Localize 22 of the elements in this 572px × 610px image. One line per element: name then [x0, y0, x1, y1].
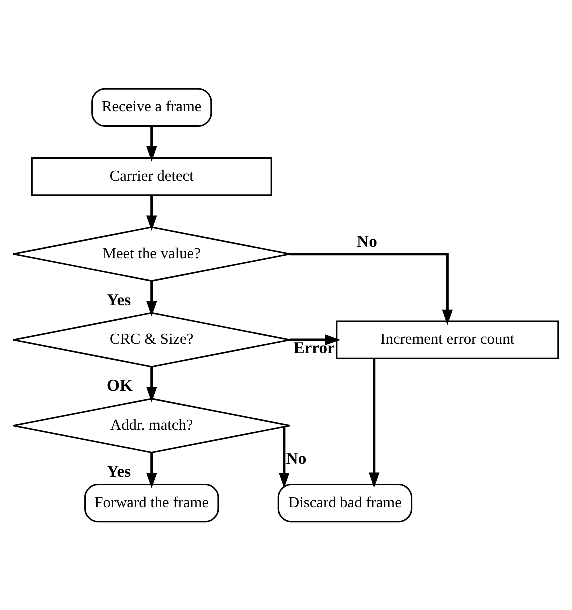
node-box: Forward the frame: [84, 483, 220, 522]
arrow: [146, 366, 158, 402]
arrow: [368, 358, 380, 488]
node-box: Carrier detect: [31, 157, 272, 196]
arrow: [146, 126, 158, 162]
node-diamond: Addr. match?: [12, 398, 291, 454]
arrow: [146, 280, 158, 316]
edge-label: Error: [294, 338, 335, 357]
arrow: [290, 252, 454, 325]
arrow: [146, 195, 158, 231]
node-box: Receive a frame: [92, 88, 212, 127]
node-diamond: Meet the value?: [12, 226, 291, 282]
arrow: [279, 426, 290, 488]
node-box: Discard bad frame: [278, 483, 413, 522]
edge-label: Yes: [107, 461, 132, 480]
edge-label: OK: [107, 376, 133, 395]
edge-label: Yes: [107, 290, 132, 309]
edge-label: No: [357, 232, 378, 251]
arrow: [290, 334, 341, 345]
node-box: Increment error count: [336, 320, 560, 359]
node-diamond: CRC & Size?: [12, 312, 291, 368]
arrow: [146, 452, 158, 488]
